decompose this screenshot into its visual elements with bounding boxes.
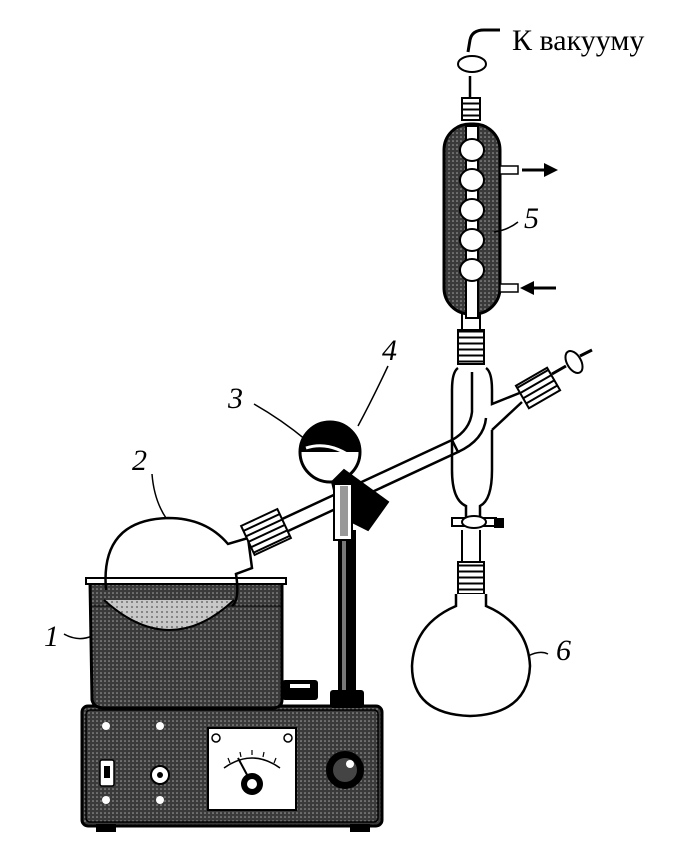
evaporating-flask xyxy=(104,507,293,607)
support-rod xyxy=(330,530,364,708)
part-number-motor-drive: 4 xyxy=(382,334,397,367)
receiving-flask xyxy=(410,530,532,718)
motor-drive xyxy=(298,420,390,541)
condenser xyxy=(442,28,558,365)
part-number-evaporating-flask: 2 xyxy=(132,444,147,477)
bath xyxy=(85,577,318,710)
distribution-head xyxy=(450,348,593,529)
leader-lines xyxy=(63,221,549,657)
heater-base xyxy=(80,704,384,832)
part-number-bath: 1 xyxy=(44,620,59,653)
part-number-rotating-joint: 3 xyxy=(228,382,243,415)
vacuum-label: К вакууму xyxy=(512,24,645,57)
part-number-condenser: 5 xyxy=(524,202,539,235)
part-number-receiving-flask: 6 xyxy=(556,634,571,667)
